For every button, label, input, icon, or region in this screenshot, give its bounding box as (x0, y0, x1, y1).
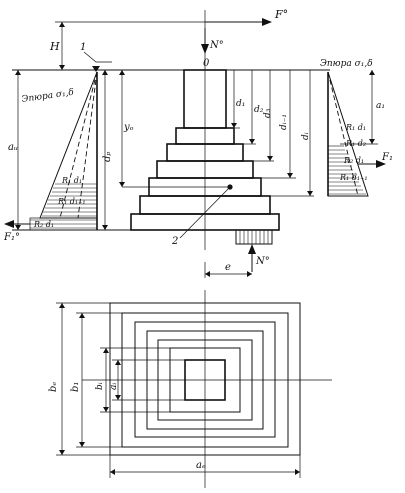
right-diagram-title: Эпюра σ₁,δ (320, 59, 373, 69)
soil-reaction-block (235, 229, 273, 245)
a1-label: a₁ (376, 101, 385, 111)
plan-step-6 (109, 302, 301, 456)
left-diagram-title: Эпюра σ₁,δ (21, 88, 75, 105)
right-force-label: F₁ (381, 152, 393, 163)
plan-column (184, 359, 226, 401)
force-bottom-label: N° (255, 256, 270, 267)
az-tick-bottom (15, 225, 21, 230)
bi-tick-bottom (103, 407, 109, 412)
height-label: H (49, 40, 60, 53)
right-pressure-diagram: Эпюра σ₁,δ (320, 59, 393, 197)
az-label: aᵤ (8, 142, 18, 153)
marker-1-point (92, 66, 100, 72)
footing-step-6 (130, 213, 280, 231)
marker-1-leader (83, 51, 112, 63)
plan-step-2 (157, 339, 253, 421)
ae-tick-left (110, 469, 115, 475)
origin-label: 0 (203, 58, 210, 69)
e-tick-right (247, 271, 252, 277)
left-diagram-hatch (30, 183, 97, 229)
force-top-label: F° (274, 8, 288, 21)
right-label-3: R₂ d₁ (343, 156, 364, 165)
yc-label: yₒ (123, 122, 134, 133)
b1-tick-top (79, 313, 85, 318)
h-dim-tick-top (59, 22, 65, 27)
right-force-arrowhead (376, 160, 386, 168)
plan-step-1 (169, 347, 241, 413)
dp-tick-top (102, 70, 108, 75)
left-label-3: R₂ d₁ (33, 220, 54, 229)
left-label-1: R₁ d₁ (61, 176, 82, 185)
left-dashed-2 (77, 71, 98, 219)
plan-step-4 (134, 321, 276, 438)
right-label-4: R₁ d₁₋₁ (339, 173, 368, 182)
h-dim-tick-bottom (59, 65, 65, 70)
ai-tick-top (115, 360, 121, 365)
force-bottom-arrowhead (248, 244, 256, 254)
force-top-arrowhead (262, 18, 272, 26)
ai-tick-bottom (115, 395, 121, 400)
right-d-dimensions: d₁ d₂ d₃ dᵢ₋₁ dᵢ (226, 70, 314, 197)
force-axial-arrowhead (201, 44, 209, 54)
left-force-arrowhead (4, 220, 14, 228)
b1-tick-bottom (79, 442, 85, 447)
marker-2-label: 2 (171, 236, 178, 247)
left-force-label: F₁° (3, 232, 20, 243)
plan-col-a: aᵢ (109, 383, 119, 390)
left-dashed-1 (59, 71, 98, 219)
d1-label: d₁ (236, 99, 245, 109)
force-axial-label: N° (209, 40, 224, 51)
plan-height-outer: bₑ (48, 382, 59, 392)
marker-1-label: 1 (80, 42, 86, 53)
be-tick-top (59, 303, 65, 308)
elevation-view: F° N° H 0 1 2 (3, 8, 393, 278)
d2-label: d₂ (254, 105, 264, 115)
plan-height-inner: b₁ (70, 382, 81, 392)
bi-tick-top (103, 348, 109, 353)
right-label-1: R₁ d₁ (345, 123, 366, 132)
az-tick-top (15, 70, 21, 75)
plan-view: bₑ b₁ bᵢ aᵢ aₑ (48, 290, 332, 488)
dp-label: dₚ (102, 152, 113, 162)
right-label-2: R₁ d₂ (345, 139, 366, 148)
e-tick-left (205, 271, 210, 277)
left-label-2: R₁ d₁₋₁ (57, 197, 86, 206)
plan-step-5 (121, 312, 289, 448)
plan-step-3 (146, 330, 264, 430)
be-tick-bottom (59, 450, 65, 455)
yc-tick-bottom (119, 182, 125, 187)
d3-label: d₃ (263, 108, 273, 118)
plan-width-label: aₑ (196, 460, 206, 471)
plan-col-b: bᵢ (95, 382, 105, 390)
dp-tick-bottom (102, 225, 108, 230)
ae-tick-right (295, 469, 300, 475)
marker-2-leader (179, 186, 231, 239)
di-label: dᵢ (301, 132, 311, 140)
di1-label: dᵢ₋₁ (279, 114, 289, 130)
yc-tick-top (119, 70, 125, 75)
e-label: e (225, 262, 231, 273)
